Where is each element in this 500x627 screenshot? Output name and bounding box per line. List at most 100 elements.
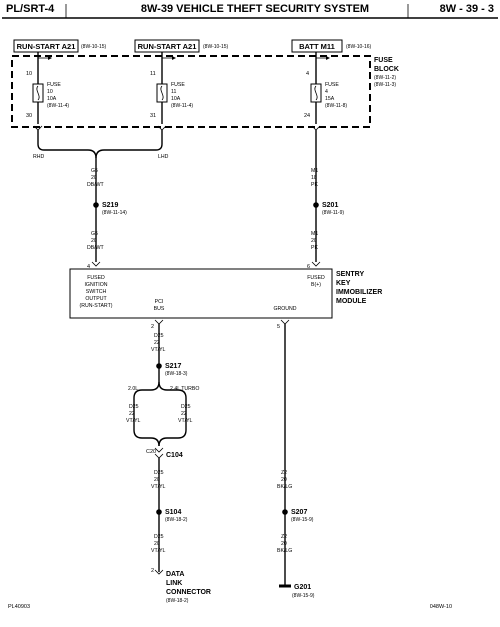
- header-model: PL/SRT-4: [6, 3, 55, 15]
- module-label: BUS: [154, 306, 165, 312]
- arrow-icon: [48, 56, 52, 60]
- module-pin-pci: 2: [151, 324, 154, 330]
- wire-color: VT/YL: [126, 418, 141, 424]
- wire-circuit: D25: [154, 534, 164, 540]
- connector-icon: [91, 261, 101, 267]
- module-label: PCI: [155, 299, 164, 305]
- fuse-pin-out: 24: [304, 113, 310, 119]
- fuse-name: FUSE: [325, 82, 339, 88]
- splice-s219-ref: (8W-11-14): [102, 210, 127, 216]
- module-label: IGNITION: [84, 282, 107, 288]
- connector-icon: [311, 261, 321, 267]
- connector-icon: [154, 319, 164, 325]
- splice-s104-ref: (8W-18-2): [165, 517, 188, 523]
- rhd-lhd-bracket: RHD LHD: [33, 130, 169, 160]
- wire-gauge: 20: [91, 175, 97, 181]
- wire-color: VT/YL: [151, 347, 166, 353]
- option-2-4l-turbo: 2.4L TURBO: [170, 386, 199, 392]
- splice-s217-ref: (8W-18-3): [165, 371, 188, 377]
- module-pin-fused: 4: [87, 264, 90, 270]
- ground-g201: G201 (8W-15-9): [279, 584, 315, 599]
- dlc-pin: 2: [151, 568, 154, 574]
- splice-s201-dot: [313, 202, 319, 208]
- wire-circuit: Z2: [281, 534, 287, 540]
- header-page: 8W - 39 - 3: [440, 3, 494, 15]
- source-run-start-1: RUN-START A21 (8W-10-15): [13, 39, 107, 53]
- fuse-ref: (8W-11-4): [171, 103, 193, 109]
- splice-s217-dot: [156, 363, 162, 369]
- module-label: FUSED: [307, 275, 325, 281]
- footer-right: 048W-10: [430, 604, 452, 610]
- dlc-ref: (8W-18-2): [166, 598, 189, 604]
- fuse-pin-out: 30: [26, 113, 32, 119]
- source-label: RUN-START A21: [138, 42, 197, 51]
- splice-s207-dot: [282, 509, 288, 515]
- wire-color: VT/YL: [151, 548, 166, 554]
- ground-label: G201: [294, 584, 311, 591]
- wire-color: PK: [311, 245, 318, 251]
- module-label: OUTPUT: [85, 296, 107, 302]
- option-lhd: LHD: [158, 154, 169, 160]
- arrow-icon: [326, 56, 330, 60]
- module-title: SENTRY: [336, 271, 364, 278]
- ground-ref: (8W-15-9): [292, 593, 315, 599]
- module-outline: [69, 268, 333, 319]
- fuse-ref: (8W-11-8): [325, 103, 347, 109]
- connector-icon: [154, 569, 164, 575]
- wire-circuit: D25: [181, 404, 191, 410]
- wire-color: DB/WT: [87, 182, 105, 188]
- fuse-number: 4: [325, 89, 328, 95]
- module-label: FUSED: [87, 275, 105, 281]
- c104-pin: C20: [146, 449, 156, 455]
- arrow-icon: [172, 56, 176, 60]
- page-header: PL/SRT-4 8W-39 VEHICLE THEFT SECURITY SY…: [2, 3, 498, 19]
- option-rhd: RHD: [33, 154, 44, 160]
- fuse-number: 10: [47, 89, 53, 95]
- splice-s219-dot: [93, 202, 99, 208]
- fuse-name: FUSE: [171, 82, 185, 88]
- wire-circuit: D25: [154, 470, 164, 476]
- dlc-title: CONNECTOR: [166, 589, 211, 596]
- wire-gauge: 20: [281, 541, 287, 547]
- source-label: RUN-START A21: [17, 42, 76, 51]
- wire-color: BK/LG: [277, 548, 292, 554]
- wire-circuit: M1: [311, 168, 318, 174]
- c104-label: C104: [166, 452, 183, 459]
- fuse-block-title-2: BLOCK: [374, 66, 399, 73]
- fuse-ref: (8W-11-4): [47, 103, 69, 109]
- wire-color: VT/YL: [178, 418, 193, 424]
- connector-icon: [154, 453, 164, 459]
- splice-s104: S104: [165, 509, 181, 516]
- source-ref: (8W-10-16): [346, 44, 372, 50]
- wire-gauge: 20: [311, 238, 317, 244]
- connector-icon: [154, 447, 164, 453]
- wire-gauge: 22: [181, 411, 187, 417]
- wire-color: VT/YL: [151, 484, 166, 490]
- fuse-10: 10 30 FUSE 10 10A (8W-11-4): [26, 52, 69, 124]
- fuse-name: FUSE: [47, 82, 61, 88]
- wire-gauge: 20: [154, 477, 160, 483]
- wire-circuit: D25: [129, 404, 139, 410]
- splice-s207-ref: (8W-15-9): [291, 517, 314, 523]
- connector-c104: C20 C104: [146, 447, 183, 459]
- module-title: MODULE: [336, 298, 367, 305]
- wire-circuit: M1: [311, 231, 318, 237]
- wire-circuit: D25: [154, 333, 164, 339]
- wire-gauge: 20: [91, 238, 97, 244]
- module-label: (RUN-START): [80, 303, 113, 309]
- source-label: BATT M11: [299, 42, 335, 51]
- module-title: KEY: [336, 280, 351, 287]
- wire-circuit: Z2: [281, 470, 287, 476]
- data-link-connector: 2 DATA LINK CONNECTOR (8W-18-2): [151, 568, 211, 604]
- fuse-pin-in: 4: [306, 71, 309, 77]
- wire-gauge: 22: [129, 411, 135, 417]
- wire-gauge: 22: [154, 340, 160, 346]
- fuse-block-ref: (8W-11-2): [374, 75, 396, 81]
- connector-icon: [280, 319, 290, 325]
- splice-s207: S207: [291, 509, 307, 516]
- fuse-pin-in: 11: [150, 71, 156, 77]
- option-2-0l: 2.0L: [128, 386, 138, 392]
- fuse-block-ref-2: (8W-11-3): [374, 82, 396, 88]
- wire-circuit: G5: [91, 168, 98, 174]
- fuse-amps: 10A: [47, 96, 57, 102]
